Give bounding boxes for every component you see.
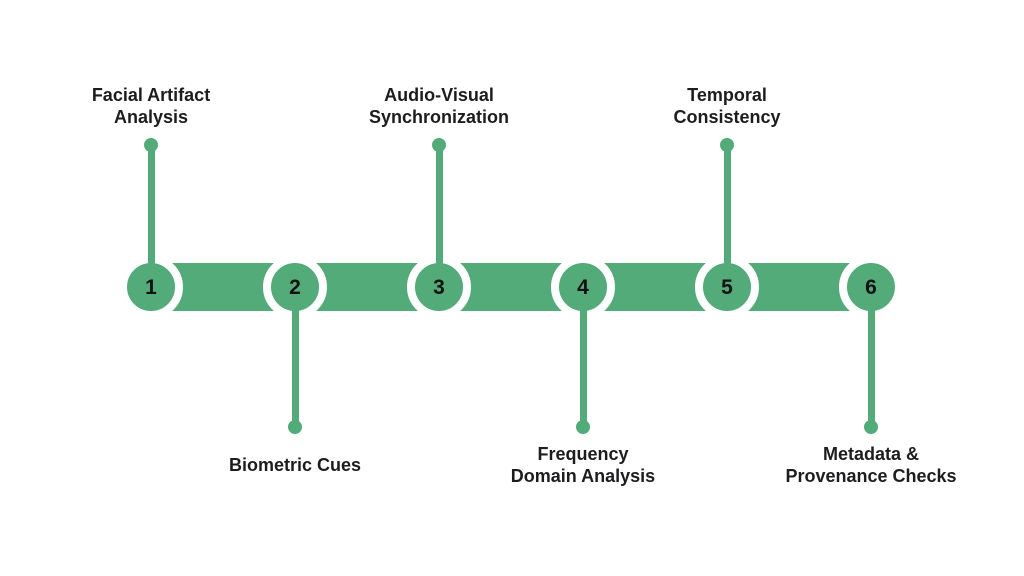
step-label-6-line-2: Provenance Checks: [785, 466, 957, 486]
step-label-3: Audio-Visual Synchronization: [314, 84, 564, 128]
connector-stem-step-4: [579, 304, 587, 427]
step-label-4: Frequency Domain Analysis: [458, 443, 708, 487]
connector-stem-step-6: [867, 304, 875, 427]
connector-stem-step-1: [147, 145, 155, 270]
step-label-1-line-1: Facial Artifact: [91, 85, 211, 105]
step-number-1: 1: [145, 275, 157, 299]
step-number-5: 5: [721, 275, 733, 299]
connector-stem-step-2: [291, 304, 299, 427]
step-label-1-line-2: Analysis: [113, 107, 189, 127]
step-label-6-line-1: Metadata &: [822, 444, 920, 464]
step-number-6: 6: [865, 275, 877, 299]
step-label-5: Temporal Consistency: [602, 84, 852, 128]
step-label-5-line-2: Consistency: [673, 107, 781, 127]
step-number-2: 2: [289, 275, 301, 299]
step-label-4-line-1: Frequency: [537, 444, 629, 464]
step-label-4-line-2: Domain Analysis: [510, 466, 656, 486]
step-label-2: Biometric Cues: [170, 443, 420, 487]
step-label-5-line-1: Temporal: [687, 85, 767, 105]
timeline-bar: [151, 263, 871, 311]
step-label-2-line-1: Biometric Cues: [228, 455, 362, 475]
step-label-1: Facial Artifact Analysis: [26, 84, 276, 128]
step-number-4: 4: [577, 275, 589, 299]
connector-stem-step-3: [435, 145, 443, 270]
connector-stem-step-5: [723, 145, 731, 270]
step-number-3: 3: [433, 275, 445, 299]
step-label-3-line-2: Synchronization: [368, 107, 509, 127]
step-label-6: Metadata & Provenance Checks: [746, 443, 996, 487]
step-node-1: 1: [119, 255, 183, 319]
step-label-3-line-1: Audio-Visual: [384, 85, 494, 105]
